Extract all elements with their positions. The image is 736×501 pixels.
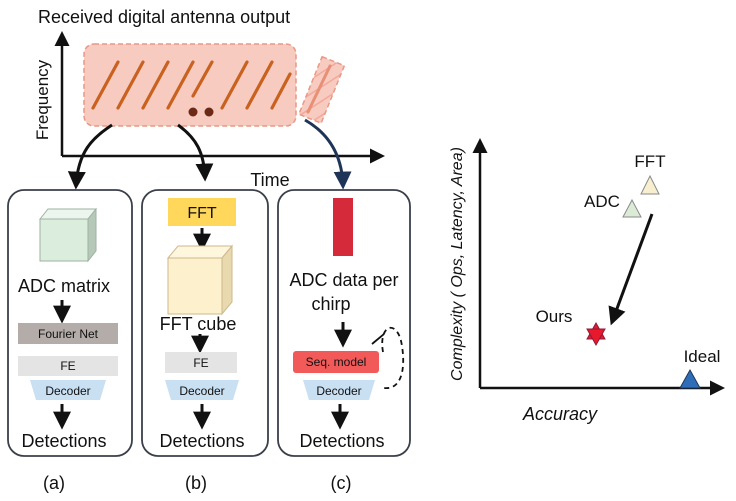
pipeline-b-output-label: Detections bbox=[159, 431, 244, 451]
complexity-chart: Complexity ( Ops, Latency, Area) Accurac… bbox=[449, 138, 725, 424]
chirp-lines bbox=[91, 60, 292, 110]
chirp-line bbox=[306, 64, 332, 114]
fe-label: FE bbox=[60, 359, 75, 373]
ellipsis-dot bbox=[188, 107, 198, 117]
adc-matrix-cube bbox=[38, 207, 98, 263]
arrow-to-pipeline-b bbox=[177, 123, 214, 182]
decoder-label: Decoder bbox=[179, 384, 224, 398]
single-chirp-block bbox=[297, 55, 346, 125]
pipeline-a-input-label: ADC matrix bbox=[18, 276, 110, 296]
pipeline-c-caption: (c) bbox=[331, 473, 352, 493]
pipeline-c-input-label-line1: ADC data per bbox=[289, 270, 398, 290]
adc-marker bbox=[622, 198, 642, 218]
ours-point-label: Ours bbox=[536, 307, 573, 326]
chirp-bar bbox=[333, 198, 353, 256]
decoder-label: Decoder bbox=[45, 384, 90, 398]
fft-box bbox=[168, 198, 236, 226]
pipeline-b-frame bbox=[141, 189, 269, 457]
pipeline-c-output-label: Detections bbox=[299, 431, 384, 451]
fe-label: FE bbox=[193, 356, 208, 370]
seq-model-label: Seq. model bbox=[306, 355, 367, 369]
pipeline-b: FFT FFT cube FE Decoder Detections (b) bbox=[141, 189, 269, 493]
ideal-point-label: Ideal bbox=[684, 347, 721, 366]
pipeline-a-frame bbox=[7, 189, 133, 457]
arrow-to-pipeline-a bbox=[67, 123, 113, 190]
frequency-axis-label: Frequency bbox=[33, 59, 52, 140]
fft-point-label: FFT bbox=[634, 152, 665, 171]
decoder-box bbox=[30, 380, 106, 400]
complexity-axis-label: Complexity ( Ops, Latency, Area) bbox=[449, 147, 466, 381]
pipeline-c: ADC data per chirp Seq. model Decoder De… bbox=[277, 189, 411, 493]
pipeline-c-input-label-line2: chirp bbox=[311, 294, 350, 314]
ideal-marker bbox=[679, 368, 701, 389]
fft-marker bbox=[640, 174, 660, 195]
accuracy-axis-label: Accuracy bbox=[522, 404, 598, 424]
pipeline-a-caption: (a) bbox=[43, 473, 65, 493]
signal-block bbox=[83, 43, 297, 127]
ellipsis-dot bbox=[204, 107, 214, 117]
top-panel: Received digital antenna output Frequenc… bbox=[33, 7, 385, 190]
pipeline-c-frame bbox=[277, 189, 411, 457]
fourier-net-label: Fourier Net bbox=[38, 327, 99, 341]
arrow-to-pipeline-c bbox=[304, 118, 352, 190]
seq-model-box bbox=[293, 351, 379, 373]
decoder-label: Decoder bbox=[316, 384, 361, 398]
pipeline-b-input-label: FFT cube bbox=[160, 314, 237, 334]
fft-label: FFT bbox=[187, 205, 217, 222]
adc-point-label: ADC bbox=[584, 192, 620, 211]
fft-cube bbox=[166, 244, 234, 316]
recurrence-loop bbox=[381, 326, 405, 389]
pipeline-a: ADC matrix Fourier Net FE Decoder Detect… bbox=[7, 189, 133, 493]
loop-connector bbox=[371, 333, 385, 345]
fourier-net-box bbox=[18, 323, 118, 344]
time-axis-label: Time bbox=[250, 170, 289, 190]
fe-box bbox=[18, 356, 118, 376]
top-panel-title: Received digital antenna output bbox=[38, 7, 290, 27]
pipeline-b-caption: (b) bbox=[185, 473, 207, 493]
fe-box bbox=[165, 352, 237, 373]
ours-marker bbox=[586, 321, 606, 347]
decoder-box bbox=[303, 380, 375, 400]
improvement-arrow bbox=[608, 213, 654, 326]
pipeline-a-output-label: Detections bbox=[21, 431, 106, 451]
decoder-box bbox=[165, 380, 239, 400]
